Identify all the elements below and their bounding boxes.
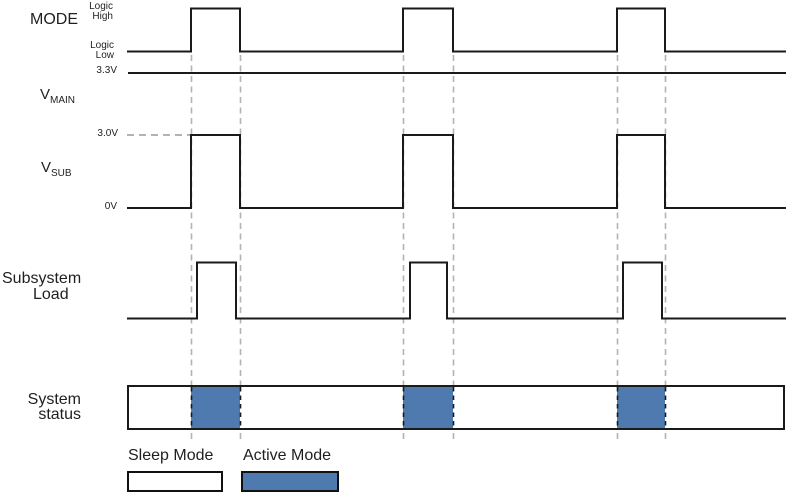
vsub-low-level-label: 0V (104, 201, 117, 212)
dashed-gridlines (190, 55, 667, 442)
system-status-bar (127, 385, 785, 430)
vmain-level-label: 3.3V (96, 65, 117, 76)
legend-active-swatch (241, 471, 339, 492)
mode-waveform (127, 7, 786, 53)
active-mode-segment (617, 386, 665, 429)
subsystem-load-label-line1: Subsystem (2, 270, 82, 287)
vsub-row-label: VSUB (41, 160, 72, 181)
vsub-subscript: SUB (51, 168, 72, 179)
active-mode-segment (403, 386, 453, 429)
system-status-line2: status (38, 406, 81, 423)
vsub-high-level-label: 3.0V (97, 128, 118, 139)
logic-high-line2: High (92, 11, 113, 22)
mode-row-label: MODE (30, 11, 78, 28)
vmain-base: V (40, 86, 51, 103)
subsystem-load-waveform (127, 261, 786, 320)
system-status-line1: System (27, 391, 81, 408)
legend-active-label: Active Mode (243, 447, 332, 464)
vmain-row-label: VMAIN (40, 87, 75, 108)
active-mode-segment (191, 386, 240, 429)
vsub-base: V (41, 159, 52, 176)
vmain-subscript: MAIN (50, 95, 76, 106)
logic-low-line2: Low (95, 50, 114, 61)
logic-high-line1: Logic (89, 1, 113, 12)
subsystem-load-label-line2: Load (33, 286, 69, 303)
legend-sleep-label: Sleep Mode (128, 447, 214, 464)
vsub-trace (127, 134, 786, 209)
logic-low-line1: Logic (90, 40, 114, 51)
vsub-waveform (127, 134, 786, 209)
subsystem-load-trace (127, 261, 786, 320)
mode-trace (127, 7, 786, 53)
status-bar-border (127, 385, 785, 430)
legend-sleep-swatch (127, 471, 223, 492)
